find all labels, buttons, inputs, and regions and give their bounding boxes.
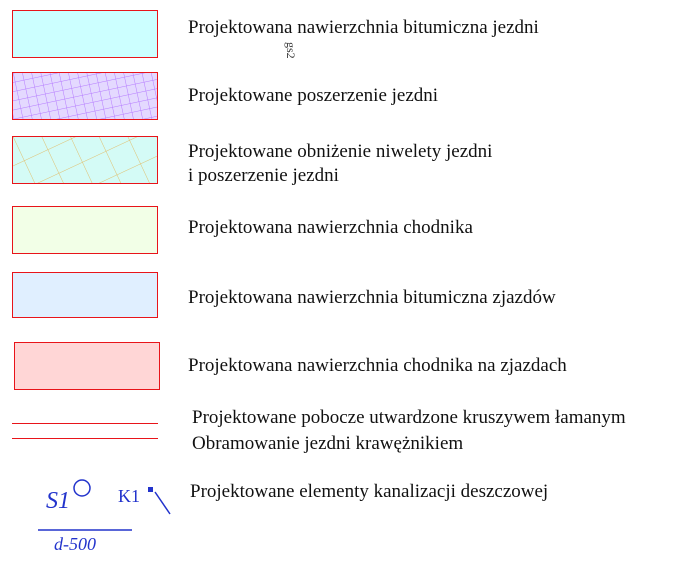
legend-swatch-sidewalk [12,206,158,254]
drainage-symbol: S1 K1 d-500 [0,470,200,560]
legend-swatch-bitumen-road [12,10,158,58]
legend-label-bitumen-road: Projektowana nawierzchnia bitumiczna jez… [188,17,539,38]
inlet-icon [148,487,153,492]
drainage-inlet-label: K1 [118,486,140,506]
drainage-symbol-text: S1 [46,488,70,514]
inlet-lead-line [154,491,171,515]
drainage-symbol-graphic [38,479,171,531]
legend-swatch-sidewalk-driveways [14,342,160,390]
legend-line-shoulder [12,423,158,424]
legend-swatch-road-widening [12,72,158,120]
drainage-diameter-label: d-500 [54,534,96,554]
legend-label-sidewalk-driveways: Projektowana nawierzchnia chodnika na zj… [188,355,567,376]
manhole-icon [73,479,91,497]
legend-label-drainage: Projektowane elementy kanalizacji deszcz… [190,481,549,502]
legend-label-road-widening: Projektowane poszerzenie jezdni [188,85,439,106]
legend-label-curb: Obramowanie jezdni krawężnikiem [192,433,464,454]
legend-label-bitumen-driveways: Projektowana nawierzchnia bitumiczna zja… [188,287,556,308]
stray-mark: gs2 [284,42,298,59]
legend-swatch-bitumen-driveways [12,272,158,318]
legend-label-sidewalk: Projektowana nawierzchnia chodnika [188,217,473,238]
legend-label-shoulder: Projektowane pobocze utwardzone kruszywe… [192,407,626,428]
grid-hatch-pattern [13,73,157,119]
legend-label-road-lowering-line2: i poszerzenie jezdni [188,165,339,186]
legend-swatch-road-lowering [12,136,158,184]
legend-line-curb [12,438,158,439]
legend-label-road-lowering: Projektowane obniżenie niwelety jezdni [188,141,493,162]
grid-hatch-pattern [13,137,157,183]
